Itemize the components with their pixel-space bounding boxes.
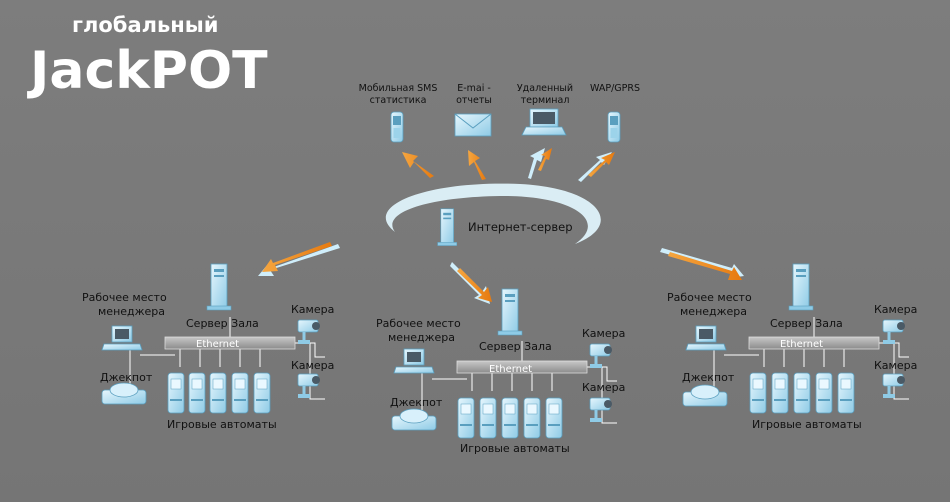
hall-arrows bbox=[258, 242, 744, 304]
service-terminal-label-2: терминал bbox=[521, 95, 570, 106]
server-label: Сервер Зала bbox=[186, 317, 259, 330]
service-email-label-2: отчеты bbox=[456, 95, 492, 106]
brand-title: JackPOT bbox=[27, 41, 268, 101]
camera-icon bbox=[296, 318, 322, 346]
server-label: Сервер Зала bbox=[770, 317, 843, 330]
camera-label: Камера bbox=[582, 327, 625, 340]
service-sms-label-1: Мобильная SMS bbox=[359, 83, 438, 94]
camera-icon bbox=[588, 396, 614, 424]
jackpot-label: Джекпот bbox=[100, 371, 153, 384]
camera-icon bbox=[296, 372, 322, 400]
server-icon bbox=[497, 288, 523, 336]
ethernet-label: Ethernet bbox=[196, 339, 239, 350]
camera-icon bbox=[881, 318, 907, 346]
ethernet-label: Ethernet bbox=[780, 339, 823, 350]
brand-subtitle: глобальный bbox=[72, 13, 219, 37]
camera-label: Камера bbox=[291, 359, 334, 372]
server-icon bbox=[788, 263, 814, 311]
workstation-label-2: менеджера bbox=[98, 305, 165, 318]
camera-icon bbox=[881, 372, 907, 400]
mobile-phone-icon bbox=[607, 111, 621, 143]
workstation-label-2: менеджера bbox=[680, 305, 747, 318]
arrow-blue bbox=[528, 148, 545, 179]
workstation-icon bbox=[685, 325, 727, 351]
laptop-icon bbox=[521, 108, 567, 136]
camera-label: Камера bbox=[291, 303, 334, 316]
mobile-phone-icon bbox=[390, 111, 404, 143]
hall-middle: Сервер Зала Ethernet Рабочее место менед… bbox=[376, 288, 625, 455]
machines-label: Игровые автоматы bbox=[167, 418, 277, 431]
service-arrows bbox=[402, 148, 615, 182]
workstation-icon bbox=[393, 348, 435, 374]
arrow-orange bbox=[402, 152, 434, 178]
jackpot-label: Джекпот bbox=[682, 371, 735, 384]
workstation-label-1: Рабочее место bbox=[667, 291, 752, 304]
service-wap-label: WAP/GPRS bbox=[590, 83, 640, 94]
ethernet-label: Ethernet bbox=[489, 364, 532, 375]
cloud-swoosh bbox=[385, 183, 601, 244]
envelope-icon bbox=[454, 113, 492, 137]
hall-right: Сервер Зала Ethernet Рабочее место менед… bbox=[667, 263, 917, 431]
jackpot-label: Джекпот bbox=[390, 396, 443, 409]
arrow-orange bbox=[538, 148, 552, 171]
hall-left: Сервер Зала Ethernet Рабочее место менед… bbox=[82, 263, 334, 431]
jackpot-icon bbox=[101, 382, 147, 405]
camera-icon bbox=[588, 342, 614, 370]
internet-server-label: Интернет-сервер bbox=[468, 220, 573, 234]
service-sms-label-2: статистика bbox=[370, 95, 427, 106]
server-label: Сервер Зала bbox=[479, 340, 552, 353]
machines-label: Игровые автоматы bbox=[460, 442, 570, 455]
camera-label: Камера bbox=[874, 359, 917, 372]
workstation-label-2: менеджера bbox=[388, 331, 455, 344]
camera-label: Камера bbox=[874, 303, 917, 316]
service-terminal-label-1: Удаленный bbox=[517, 83, 573, 94]
workstation-label-1: Рабочее место bbox=[376, 317, 461, 330]
arrow-orange bbox=[468, 150, 486, 180]
arrow-blue bbox=[578, 152, 612, 182]
workstation-icon bbox=[101, 325, 143, 351]
slot-machines bbox=[749, 372, 855, 414]
service-email-label-1: E-mai - bbox=[457, 83, 491, 94]
machines-label: Игровые автоматы bbox=[752, 418, 862, 431]
server-icon bbox=[437, 208, 458, 247]
jackpot-icon bbox=[682, 384, 728, 407]
arrow-orange bbox=[588, 152, 615, 177]
slot-machines bbox=[457, 397, 563, 439]
jackpot-icon bbox=[391, 408, 437, 431]
camera-label: Камера bbox=[582, 381, 625, 394]
slot-machines bbox=[167, 372, 271, 414]
server-icon bbox=[206, 263, 232, 311]
workstation-label-1: Рабочее место bbox=[82, 291, 167, 304]
